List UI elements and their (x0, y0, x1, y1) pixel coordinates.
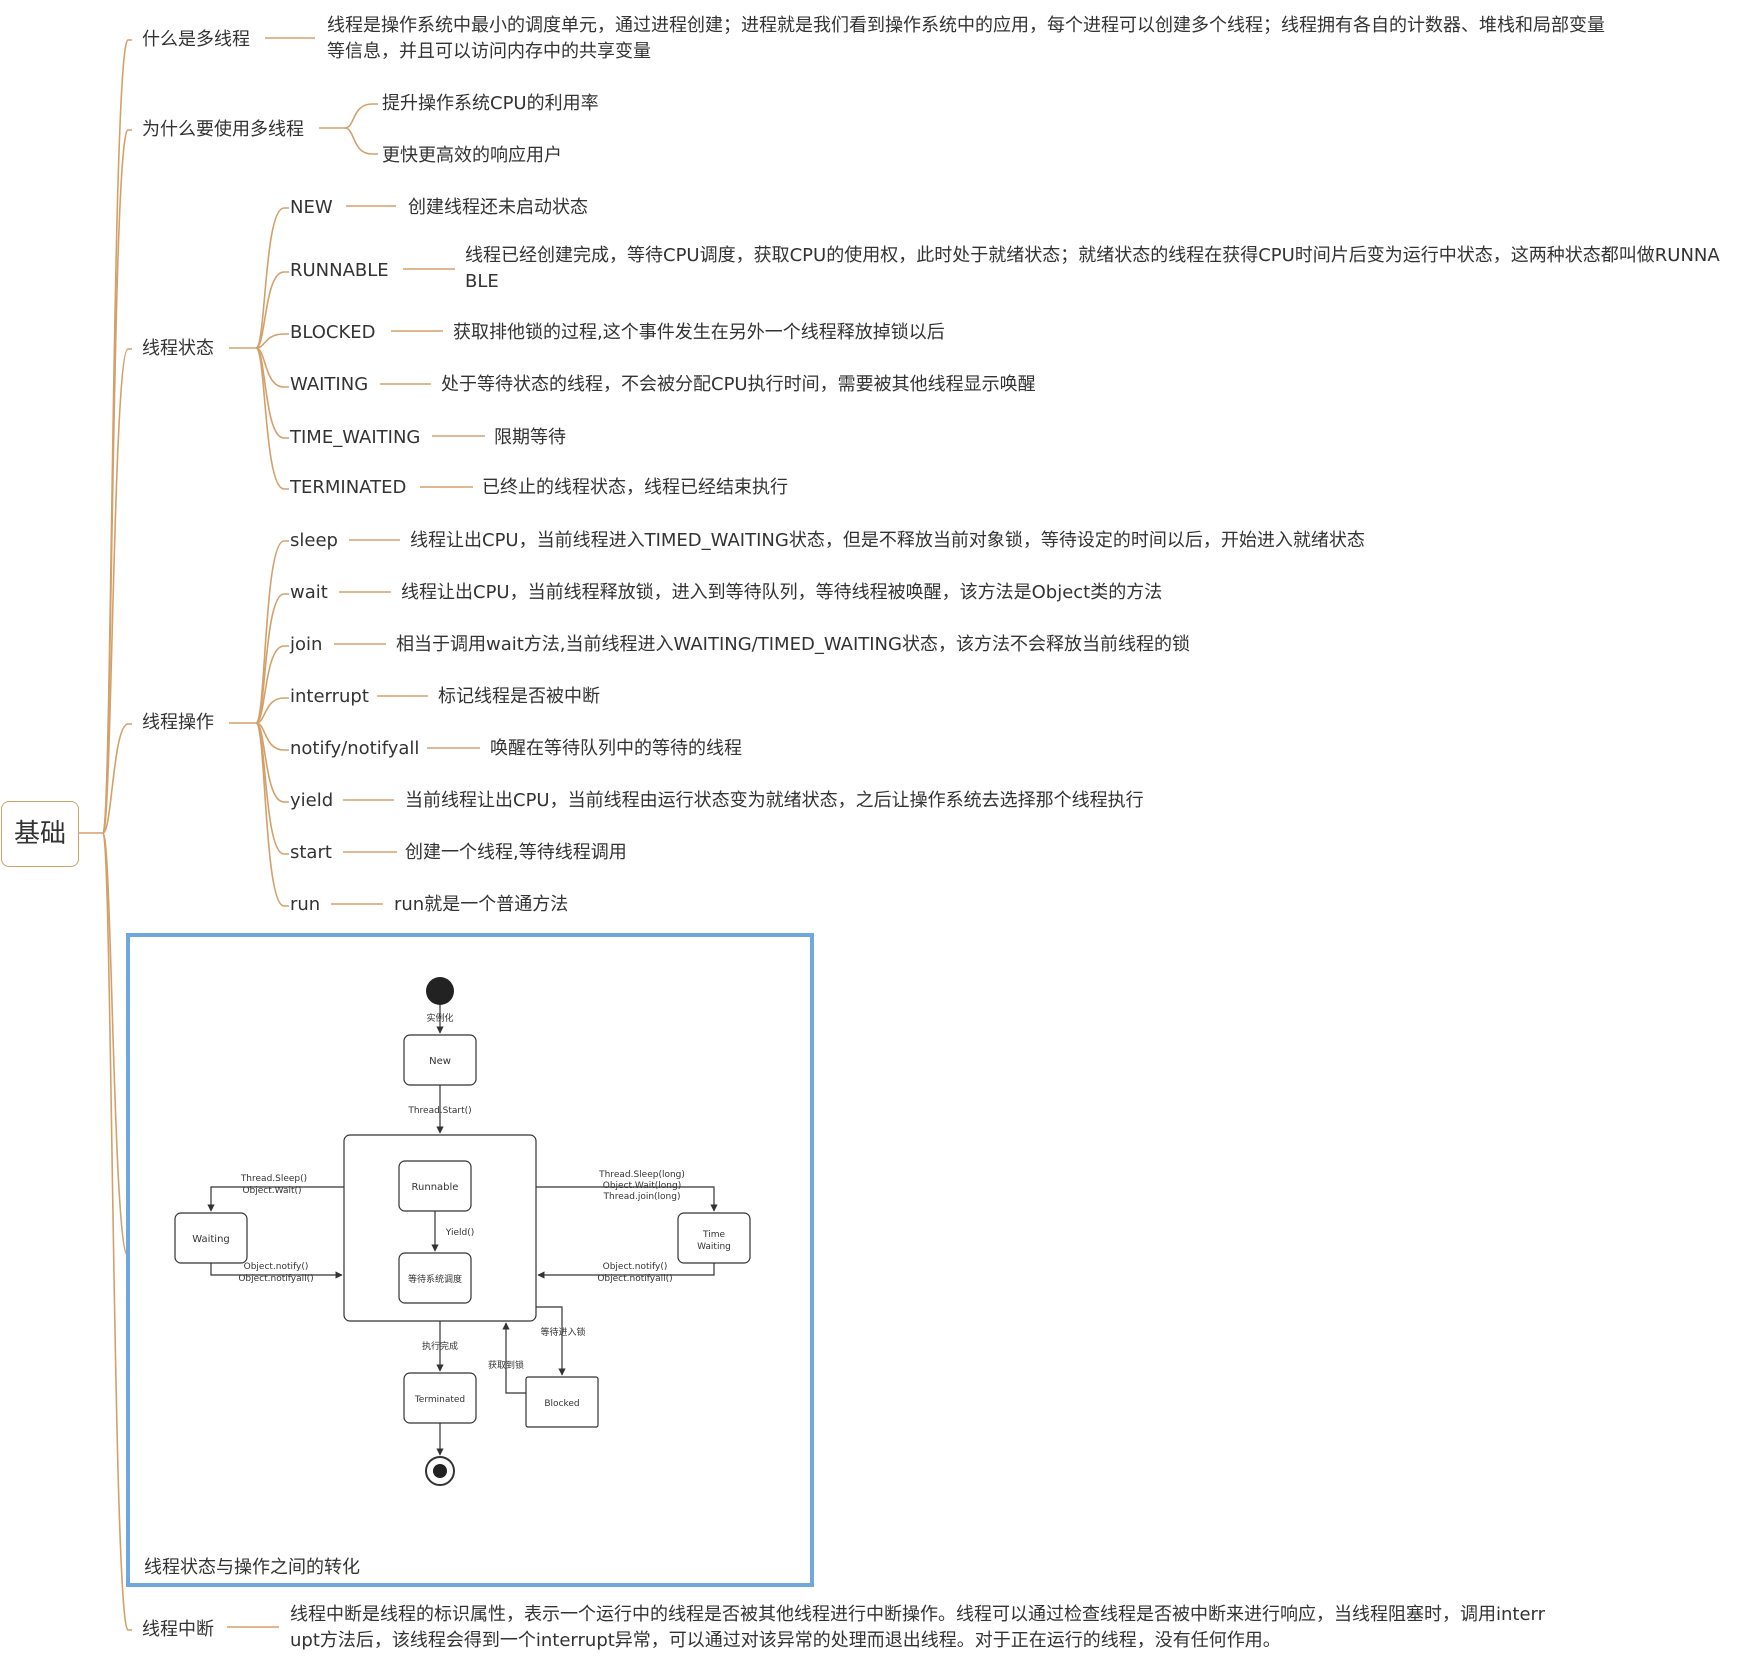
label-finished: 执行完成 (422, 1340, 458, 1352)
final-node (425, 1456, 455, 1486)
label-wait-lock: 等待进入锁 (540, 1326, 585, 1338)
state-runnable-desc: 线程已经创建完成，等待CPU调度，获取CPU的使用权，此时处于就绪状态；就绪状态… (465, 245, 1720, 292)
label-waiting-in-0: Thread.Sleep() (240, 1174, 307, 1184)
root-node[interactable]: 基础 (1, 801, 79, 867)
state-terminated[interactable]: TERMINATED (290, 477, 407, 498)
branch-interrupt-label[interactable]: 线程中断 (142, 1619, 214, 1640)
op-start[interactable]: start (290, 842, 332, 863)
op-interrupt[interactable]: interrupt (290, 686, 369, 707)
edge-states (102, 348, 132, 834)
label-instantiate: 实例化 (426, 1012, 453, 1024)
branch-what-label[interactable]: 什么是多线程 (142, 29, 250, 50)
state-terminated-desc: 已终止的线程状态，线程已经结束执行 (482, 477, 788, 498)
op-run-desc: run就是一个普通方法 (394, 894, 569, 915)
why-item-cpu[interactable]: 提升操作系统CPU的利用率 (382, 93, 599, 114)
label-tw-in-1: Object.Wait(long) (603, 1181, 682, 1191)
state-time-waiting-desc: 限期等待 (494, 427, 566, 448)
op-run[interactable]: run (290, 894, 321, 915)
label-waiting: Waiting (192, 1234, 230, 1245)
op-yield[interactable]: yield (290, 790, 334, 811)
state-new-desc: 创建线程还未启动状态 (408, 197, 588, 218)
state-box-ready (398, 1252, 472, 1304)
state-new[interactable]: NEW (290, 197, 333, 218)
op-notify-desc: 唤醒在等待队列中的等待的线程 (490, 738, 742, 759)
branch-interrupt-desc: 线程中断是线程的标识属性，表示一个运行中的线程是否被其他线程进行中断操作。线程可… (290, 1604, 1546, 1651)
why-item-response[interactable]: 更快更高效的响应用户 (382, 145, 562, 166)
op-sleep[interactable]: sleep (290, 530, 338, 551)
label-waiting-in-1: Object.Wait() (242, 1186, 301, 1196)
thread-state-diagram: 实例化 New Thread.Start() Runnable Yield() … (174, 977, 751, 1486)
state-box-blocked (525, 1376, 599, 1428)
op-notify[interactable]: notify/notifyall (290, 738, 420, 759)
label-tw-in-0: Thread.Sleep(long) (598, 1170, 685, 1180)
label-blocked: Blocked (544, 1399, 579, 1409)
op-interrupt-desc: 标记线程是否被中断 (438, 686, 600, 707)
state-runnable[interactable]: RUNNABLE (290, 260, 389, 281)
label-tw-out-0: Object.notify() (603, 1262, 668, 1272)
label-got-lock: 获取到锁 (488, 1359, 524, 1371)
label-time-waiting-0: Time (702, 1230, 725, 1240)
label-thread-start: Thread.Start() (407, 1106, 471, 1116)
label-tw-in-2: Thread.join(long) (603, 1192, 681, 1202)
state-blocked[interactable]: BLOCKED (290, 322, 376, 343)
label-new: New (429, 1056, 451, 1067)
op-start-desc: 创建一个线程,等待线程调用 (405, 842, 627, 863)
branch-ops-label[interactable]: 线程操作 (142, 712, 214, 733)
branch-states-label[interactable]: 线程状态 (142, 338, 214, 359)
root-label: 基础 (13, 819, 66, 849)
label-waiting-out-0: Object.notify() (244, 1262, 309, 1272)
edge-image (102, 832, 129, 1257)
branch-what-desc: 线程是操作系统中最小的调度单元，通过进程创建；进程就是我们看到操作系统中的应用，… (327, 15, 1605, 62)
branch-why-label[interactable]: 为什么要使用多线程 (142, 119, 304, 140)
initial-node (426, 977, 454, 1005)
label-yield: Yield() (445, 1228, 474, 1238)
op-sleep-desc: 线程让出CPU，当前线程进入TIMED_WAITING状态，但是不释放当前对象锁… (410, 530, 1365, 551)
label-ready: 等待系统调度 (408, 1273, 462, 1285)
label-runnable: Runnable (412, 1182, 459, 1193)
edge-what (102, 39, 132, 834)
label-waiting-out-1: Object.notifyall() (238, 1274, 313, 1284)
running-container (343, 1134, 537, 1322)
label-time-waiting-1: Waiting (697, 1242, 731, 1252)
image-caption: 线程状态与操作之间的转化 (144, 1557, 360, 1578)
label-terminated: Terminated (414, 1395, 465, 1405)
edge-ops (102, 723, 132, 834)
label-tw-out-1: Object.notifyall() (597, 1274, 672, 1284)
edge-interrupt (102, 832, 132, 1631)
op-join[interactable]: join (290, 634, 323, 655)
op-yield-desc: 当前线程让出CPU，当前线程由运行状态变为就绪状态，之后让操作系统去选择那个线程… (405, 790, 1144, 811)
state-blocked-desc: 获取排他锁的过程,这个事件发生在另外一个线程释放掉锁以后 (453, 322, 945, 343)
state-transition-image[interactable]: 实例化 New Thread.Start() Runnable Yield() … (126, 933, 814, 1587)
state-time-waiting[interactable]: TIME_WAITING (290, 427, 421, 448)
state-waiting[interactable]: WAITING (290, 374, 369, 395)
op-wait-desc: 线程让出CPU，当前线程释放锁，进入到等待队列，等待线程被唤醒，该方法是Obje… (401, 582, 1163, 603)
op-wait[interactable]: wait (290, 582, 328, 603)
state-waiting-desc: 处于等待状态的线程，不会被分配CPU执行时间，需要被其他线程显示唤醒 (441, 374, 1036, 395)
op-join-desc: 相当于调用wait方法,当前线程进入WAITING/TIMED_WAITING状… (396, 634, 1190, 655)
